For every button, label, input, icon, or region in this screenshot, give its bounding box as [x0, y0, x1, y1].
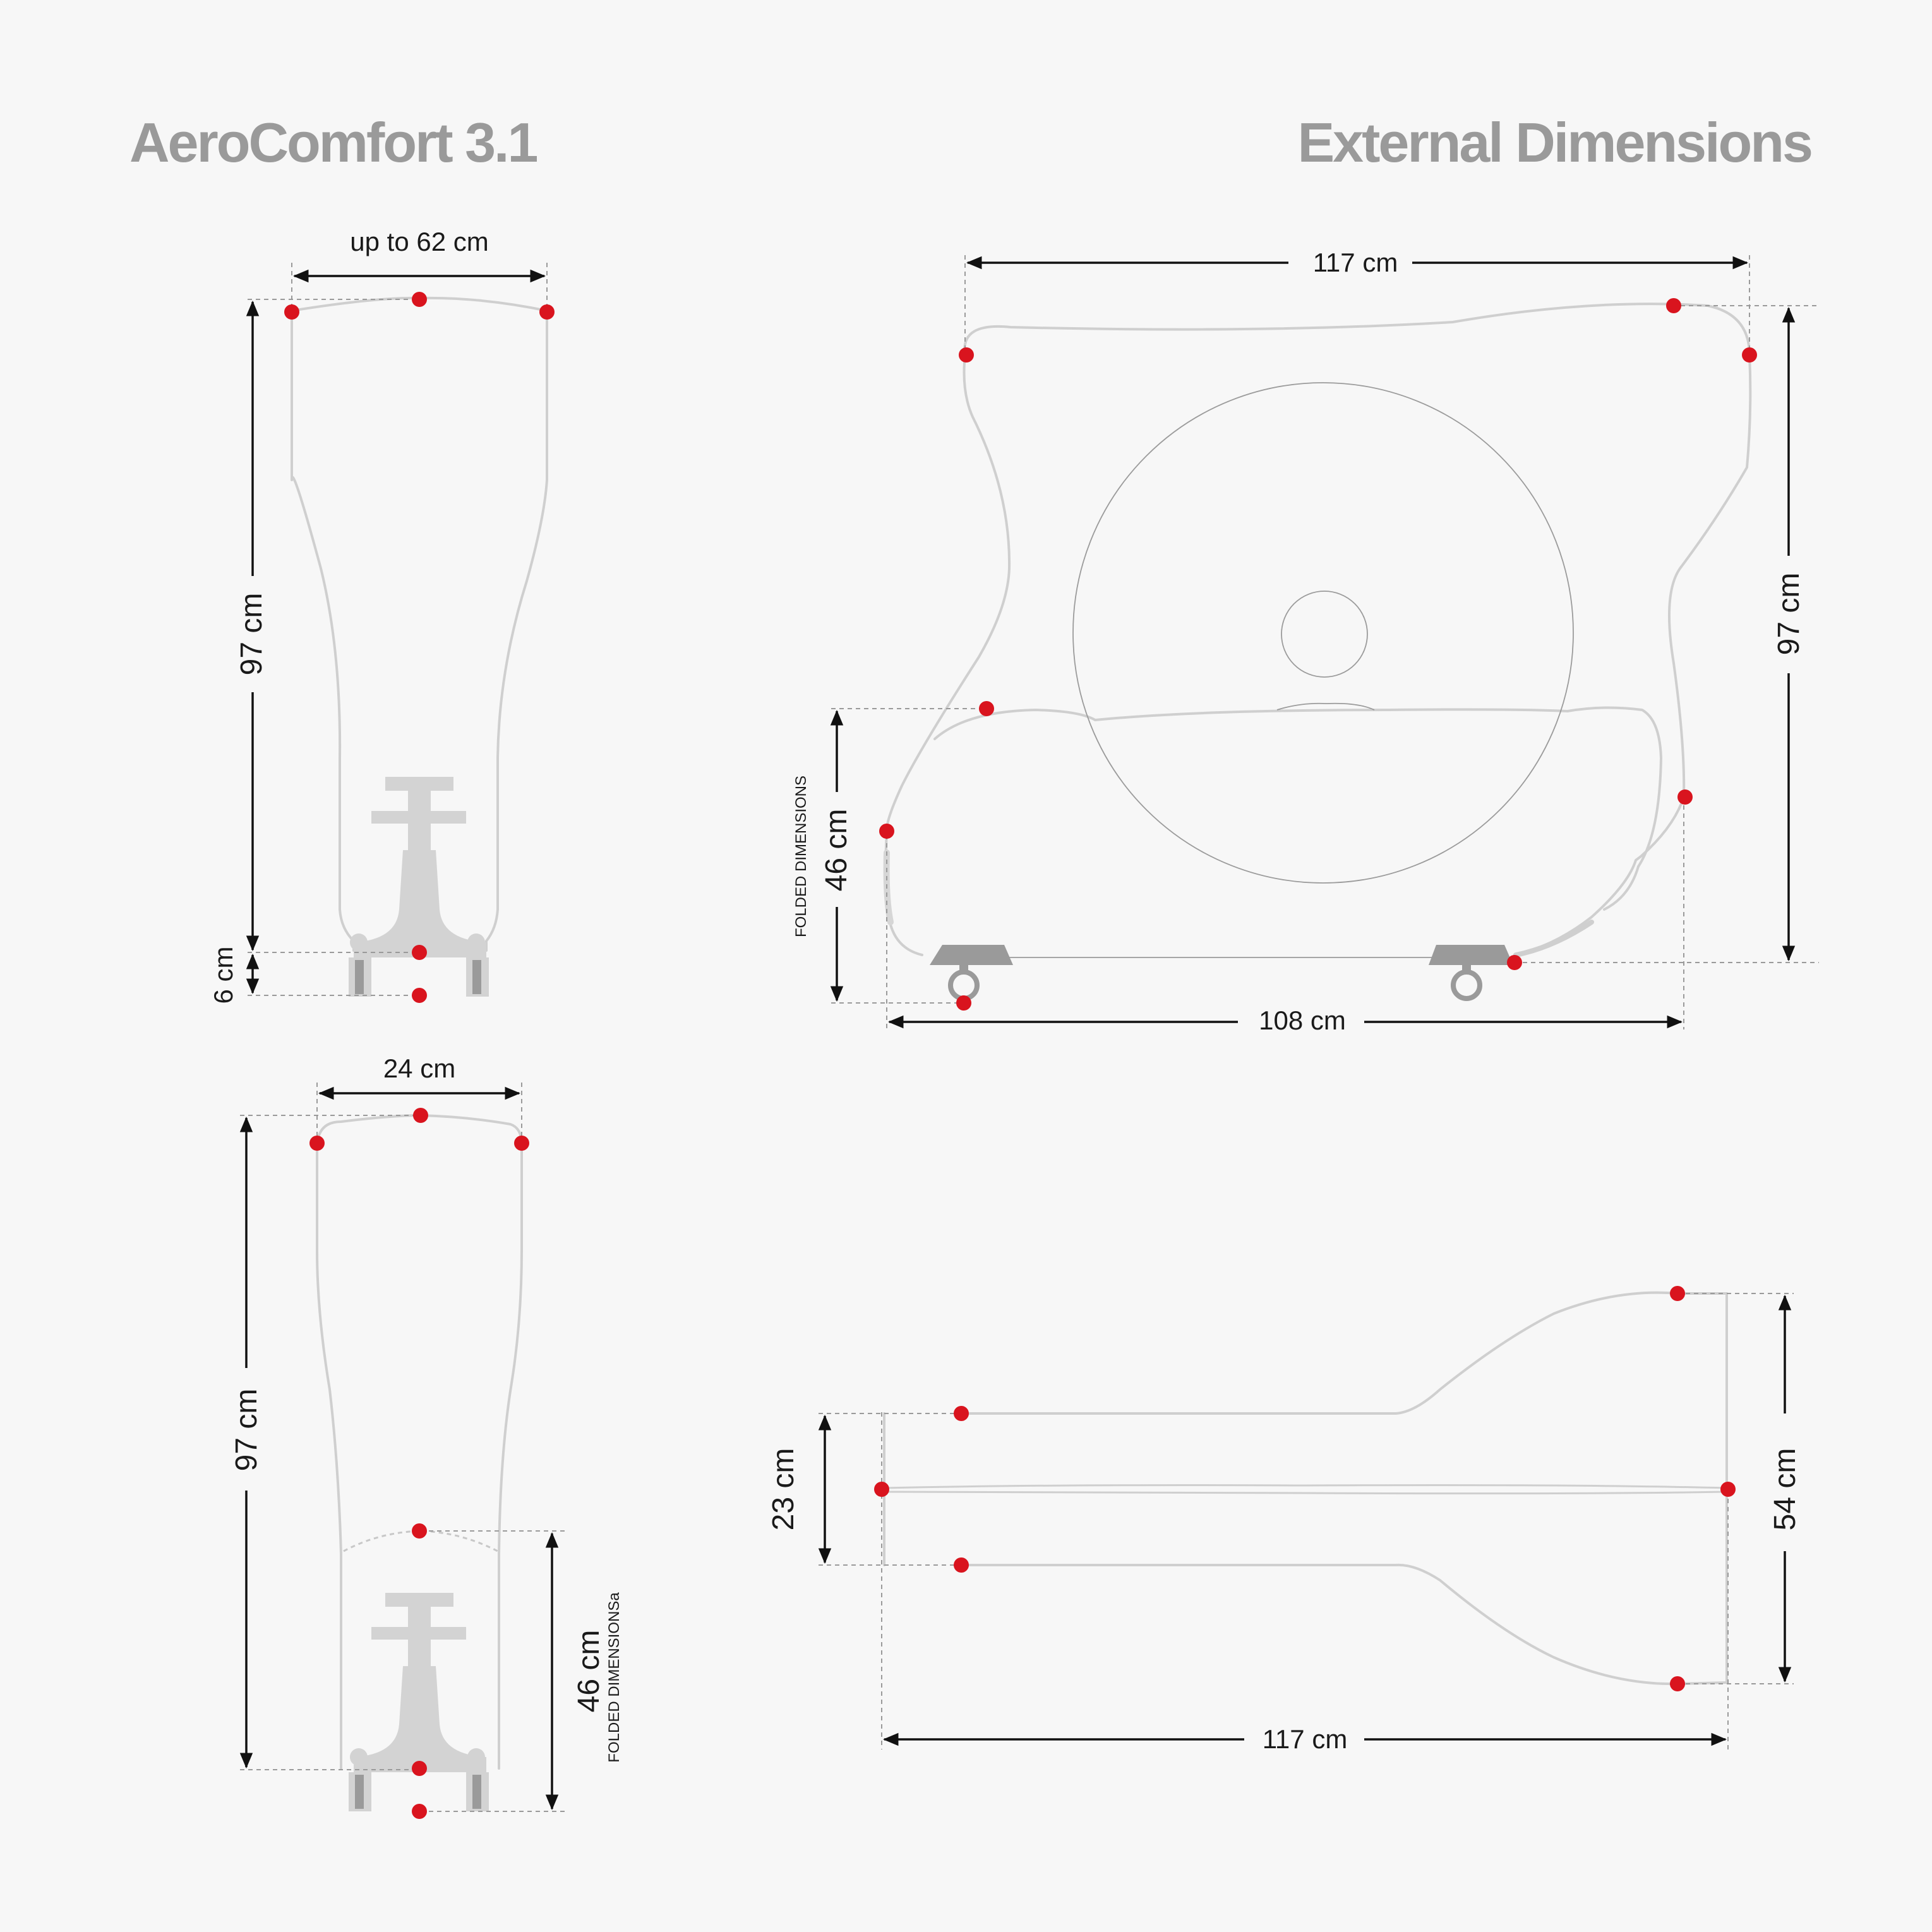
measure-point: [412, 1523, 427, 1539]
measure-point: [412, 988, 427, 1003]
folded-front-base: [349, 1593, 489, 1811]
measure-point: [284, 304, 299, 320]
caster-front: [930, 945, 1013, 965]
side-depth-label: 117 cm: [1313, 248, 1398, 277]
top-length-label: 117 cm: [1263, 1724, 1348, 1754]
front-view-base: [349, 777, 489, 997]
measure-point: [1742, 347, 1757, 363]
measure-point: [1666, 298, 1681, 313]
measure-point: [412, 945, 427, 960]
measure-point: [413, 1108, 428, 1123]
measure-point: [874, 1482, 889, 1497]
measure-point: [1670, 1286, 1685, 1301]
product-title: AeroComfort 3.1: [129, 111, 537, 174]
measure-point: [539, 304, 555, 320]
top-width-label: 54 cm: [1768, 1448, 1802, 1531]
folded-front-height-label: 97 cm: [230, 1389, 263, 1472]
side-view-outline: [963, 303, 1752, 956]
ball-center: [1281, 591, 1368, 678]
caster-back: [1429, 945, 1513, 965]
ball: [1072, 382, 1574, 884]
measure-point: [879, 824, 894, 839]
measure-point: [412, 292, 427, 307]
folded-front-folded-height-label: 46 cm: [572, 1630, 606, 1713]
measure-point: [954, 1406, 969, 1421]
side-view: 117 cm 97 cm 46 cm FOLDED DIMENSIONS 108…: [793, 248, 1819, 1035]
side-folded-caption: FOLDED DIMENSIONS: [793, 776, 810, 937]
folded-front-width-label: 24 cm: [383, 1053, 455, 1083]
folded-front-outline: [316, 1114, 523, 1770]
folded-front-folded-caption: FOLDED DIMENSIONSa: [606, 1592, 623, 1763]
measure-point: [412, 1761, 427, 1776]
measure-point: [959, 347, 974, 363]
section-title: External Dimensions: [1297, 111, 1811, 174]
side-height-label: 97 cm: [1772, 573, 1806, 656]
measure-point: [309, 1136, 325, 1151]
measure-point: [1720, 1482, 1736, 1497]
measure-point: [956, 995, 971, 1011]
measure-point: [514, 1136, 529, 1151]
measure-point: [1677, 789, 1693, 805]
top-view-outline: [959, 1291, 1728, 1686]
front-width-label: up to 62 cm: [350, 227, 488, 256]
front-height-label: 97 cm: [235, 593, 268, 676]
folded-front-view: 24 cm 97 cm 46 cm FOLDED DIMENSIONSa: [230, 1053, 623, 1819]
measure-point: [412, 1804, 427, 1819]
front-view: up to 62 cm 97 cm 6 cm: [208, 227, 555, 1004]
measure-point: [1507, 955, 1522, 970]
side-base-label: 108 cm: [1259, 1005, 1346, 1035]
measure-point: [979, 701, 994, 716]
top-narrow-label: 23 cm: [767, 1448, 800, 1531]
measure-point: [954, 1557, 969, 1573]
top-view: 117 cm 54 cm 23 cm: [767, 1286, 1802, 1754]
front-base-label: 6 cm: [208, 946, 238, 1004]
side-folded-height-label: 46 cm: [820, 809, 853, 892]
measure-point: [1670, 1676, 1685, 1691]
